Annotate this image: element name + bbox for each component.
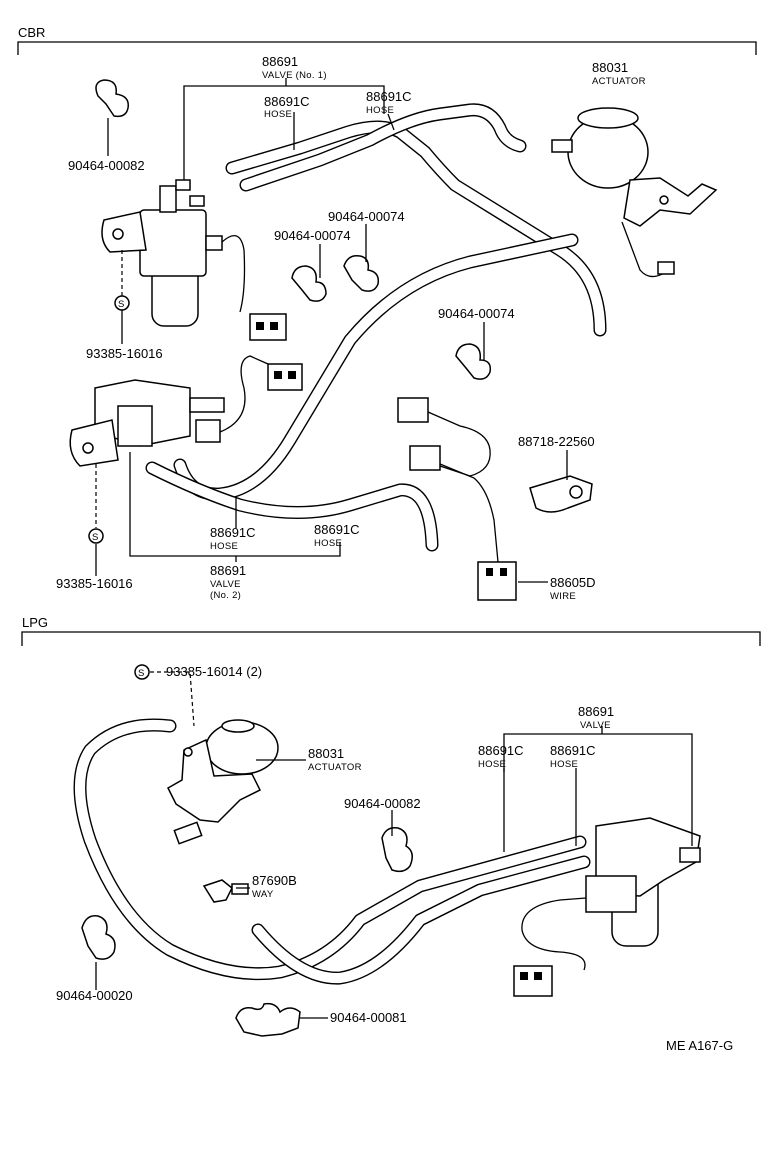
wire-number: 88605D bbox=[550, 575, 596, 590]
clamp-74a-number: 90464-00074 bbox=[274, 228, 351, 243]
lpg-screw-number: 93385-16014 (2) bbox=[166, 664, 262, 679]
screw-symbol-bottom bbox=[88, 528, 104, 544]
clamp-74b-shape bbox=[343, 254, 380, 292]
lpg-hose-a-name: HOSE bbox=[478, 759, 506, 770]
way-shape bbox=[202, 879, 233, 903]
clamp-74a-shape bbox=[291, 265, 327, 302]
hose-a-number: 88691C bbox=[264, 94, 310, 109]
lpg-bracket-line bbox=[21, 631, 761, 646]
cbr-hoses bbox=[145, 103, 607, 552]
valve-no1-part bbox=[101, 179, 287, 341]
hose-c-name: HOSE bbox=[210, 541, 238, 552]
dash-lpg-screw bbox=[150, 671, 195, 727]
leader-lpg-valve bbox=[503, 733, 693, 852]
lpg-actuator-part bbox=[167, 719, 279, 845]
figure-code: ME A167-G bbox=[666, 1038, 733, 1053]
clamp-74b-number: 90464-00074 bbox=[328, 209, 405, 224]
clamp-74c-number: 90464-00074 bbox=[438, 306, 515, 321]
lpg-hose-a-number: 88691C bbox=[478, 743, 524, 758]
valve1-number: 88691 bbox=[262, 54, 298, 69]
leader-valve1 bbox=[183, 85, 385, 180]
cbr-wire-part bbox=[397, 397, 517, 601]
section-title-lpg: LPG bbox=[22, 615, 48, 630]
cbr-bracket-line bbox=[17, 41, 757, 55]
screw-bottom-number: 93385-16016 bbox=[56, 576, 133, 591]
screw-symbol-lpg bbox=[134, 664, 150, 680]
clamp-74c-shape bbox=[455, 343, 492, 380]
lpg-clamps bbox=[81, 826, 413, 1037]
lpg-valve-name: VALVE bbox=[580, 720, 611, 731]
hose-d-number: 88691C bbox=[314, 522, 360, 537]
lpg-clamp-81-number: 90464-00081 bbox=[330, 1010, 407, 1025]
hose-b-number: 88691C bbox=[366, 89, 412, 104]
valve-no2-part bbox=[69, 355, 303, 467]
clamp-82-shape bbox=[95, 79, 129, 118]
cbr-actuator-part bbox=[551, 107, 718, 278]
section-title-cbr: CBR bbox=[18, 25, 45, 40]
lpg-clamp-82-number: 90464-00082 bbox=[344, 796, 421, 811]
clamp-88718-shape bbox=[529, 475, 593, 513]
svg-text:S: S bbox=[118, 299, 125, 310]
lpg-clamp-20-number: 90464-00020 bbox=[56, 988, 133, 1003]
lpg-actuator-number: 88031 bbox=[308, 746, 344, 761]
clamp-lpg-81-shape bbox=[235, 1002, 301, 1037]
way-name: WAY bbox=[252, 889, 274, 900]
hose-b-name: HOSE bbox=[366, 105, 394, 116]
leader-valve2 bbox=[129, 452, 341, 557]
actuator-number: 88031 bbox=[592, 60, 628, 75]
valve1-name: VALVE (No. 1) bbox=[262, 70, 327, 81]
lpg-actuator-name: ACTUATOR bbox=[308, 762, 362, 773]
clamp-88718-number: 88718-22560 bbox=[518, 434, 595, 449]
wire-name: WIRE bbox=[550, 591, 576, 602]
way-number: 87690B bbox=[252, 873, 297, 888]
svg-text:S: S bbox=[92, 532, 99, 543]
cbr-clamps bbox=[95, 79, 593, 513]
hose-c-number: 88691C bbox=[210, 525, 256, 540]
valve2-name: VALVE bbox=[210, 579, 241, 590]
clamp-82-number: 90464-00082 bbox=[68, 158, 145, 173]
leader-hose-b bbox=[387, 113, 395, 131]
hose-d-name: HOSE bbox=[314, 538, 342, 549]
lpg-valve-part bbox=[513, 817, 701, 997]
valve2-sub: (No. 2) bbox=[210, 590, 241, 601]
clamp-lpg-82-shape bbox=[381, 826, 413, 873]
lpg-hose-b-name: HOSE bbox=[550, 759, 578, 770]
lpg-section: LPG bbox=[21, 615, 761, 1053]
valve2-number: 88691 bbox=[210, 563, 246, 578]
actuator-name: ACTUATOR bbox=[592, 76, 646, 87]
screw-symbol-top bbox=[114, 295, 130, 311]
hose-a-name: HOSE bbox=[264, 109, 292, 120]
lpg-hose-b-number: 88691C bbox=[550, 743, 596, 758]
screw-top-number: 93385-16016 bbox=[86, 346, 163, 361]
cbr-section: CBR bbox=[17, 25, 757, 602]
lpg-valve-number: 88691 bbox=[578, 704, 614, 719]
clamp-lpg-20-shape bbox=[81, 915, 116, 960]
lpg-hoses bbox=[73, 718, 591, 985]
svg-text:S: S bbox=[138, 668, 145, 679]
